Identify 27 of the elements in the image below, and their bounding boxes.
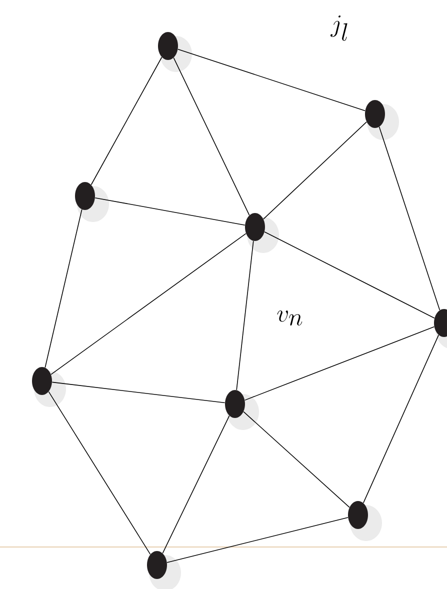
math-label: $v_n$: [277, 310, 302, 326]
edge-line: [363, 334, 439, 504]
vertex-dot: [365, 100, 385, 128]
edge-line: [90, 56, 162, 186]
vertex-dot: [147, 551, 167, 579]
edge-line: [44, 209, 82, 368]
edge-line: [236, 240, 254, 390]
vertex-dot: [158, 32, 178, 60]
edge-line: [52, 382, 226, 404]
vertex-dot: [225, 390, 245, 418]
edge-line: [263, 122, 367, 220]
edge-line: [166, 517, 348, 563]
vertex-dot: [32, 367, 52, 395]
vertex-dot: [75, 182, 95, 210]
edge-line: [264, 231, 435, 319]
edge-line: [48, 391, 151, 555]
edge-line: [50, 233, 246, 375]
vertex-dot: [245, 213, 265, 241]
math-label: $j_l$: [330, 15, 348, 41]
edge-line: [162, 415, 230, 554]
edge-line: [378, 126, 440, 310]
edge-line: [244, 326, 435, 401]
edge-line: [173, 57, 250, 216]
edge-line: [94, 197, 246, 226]
vertex-dot: [348, 501, 368, 529]
edge-line: [243, 411, 350, 508]
edge-line: [178, 48, 366, 112]
